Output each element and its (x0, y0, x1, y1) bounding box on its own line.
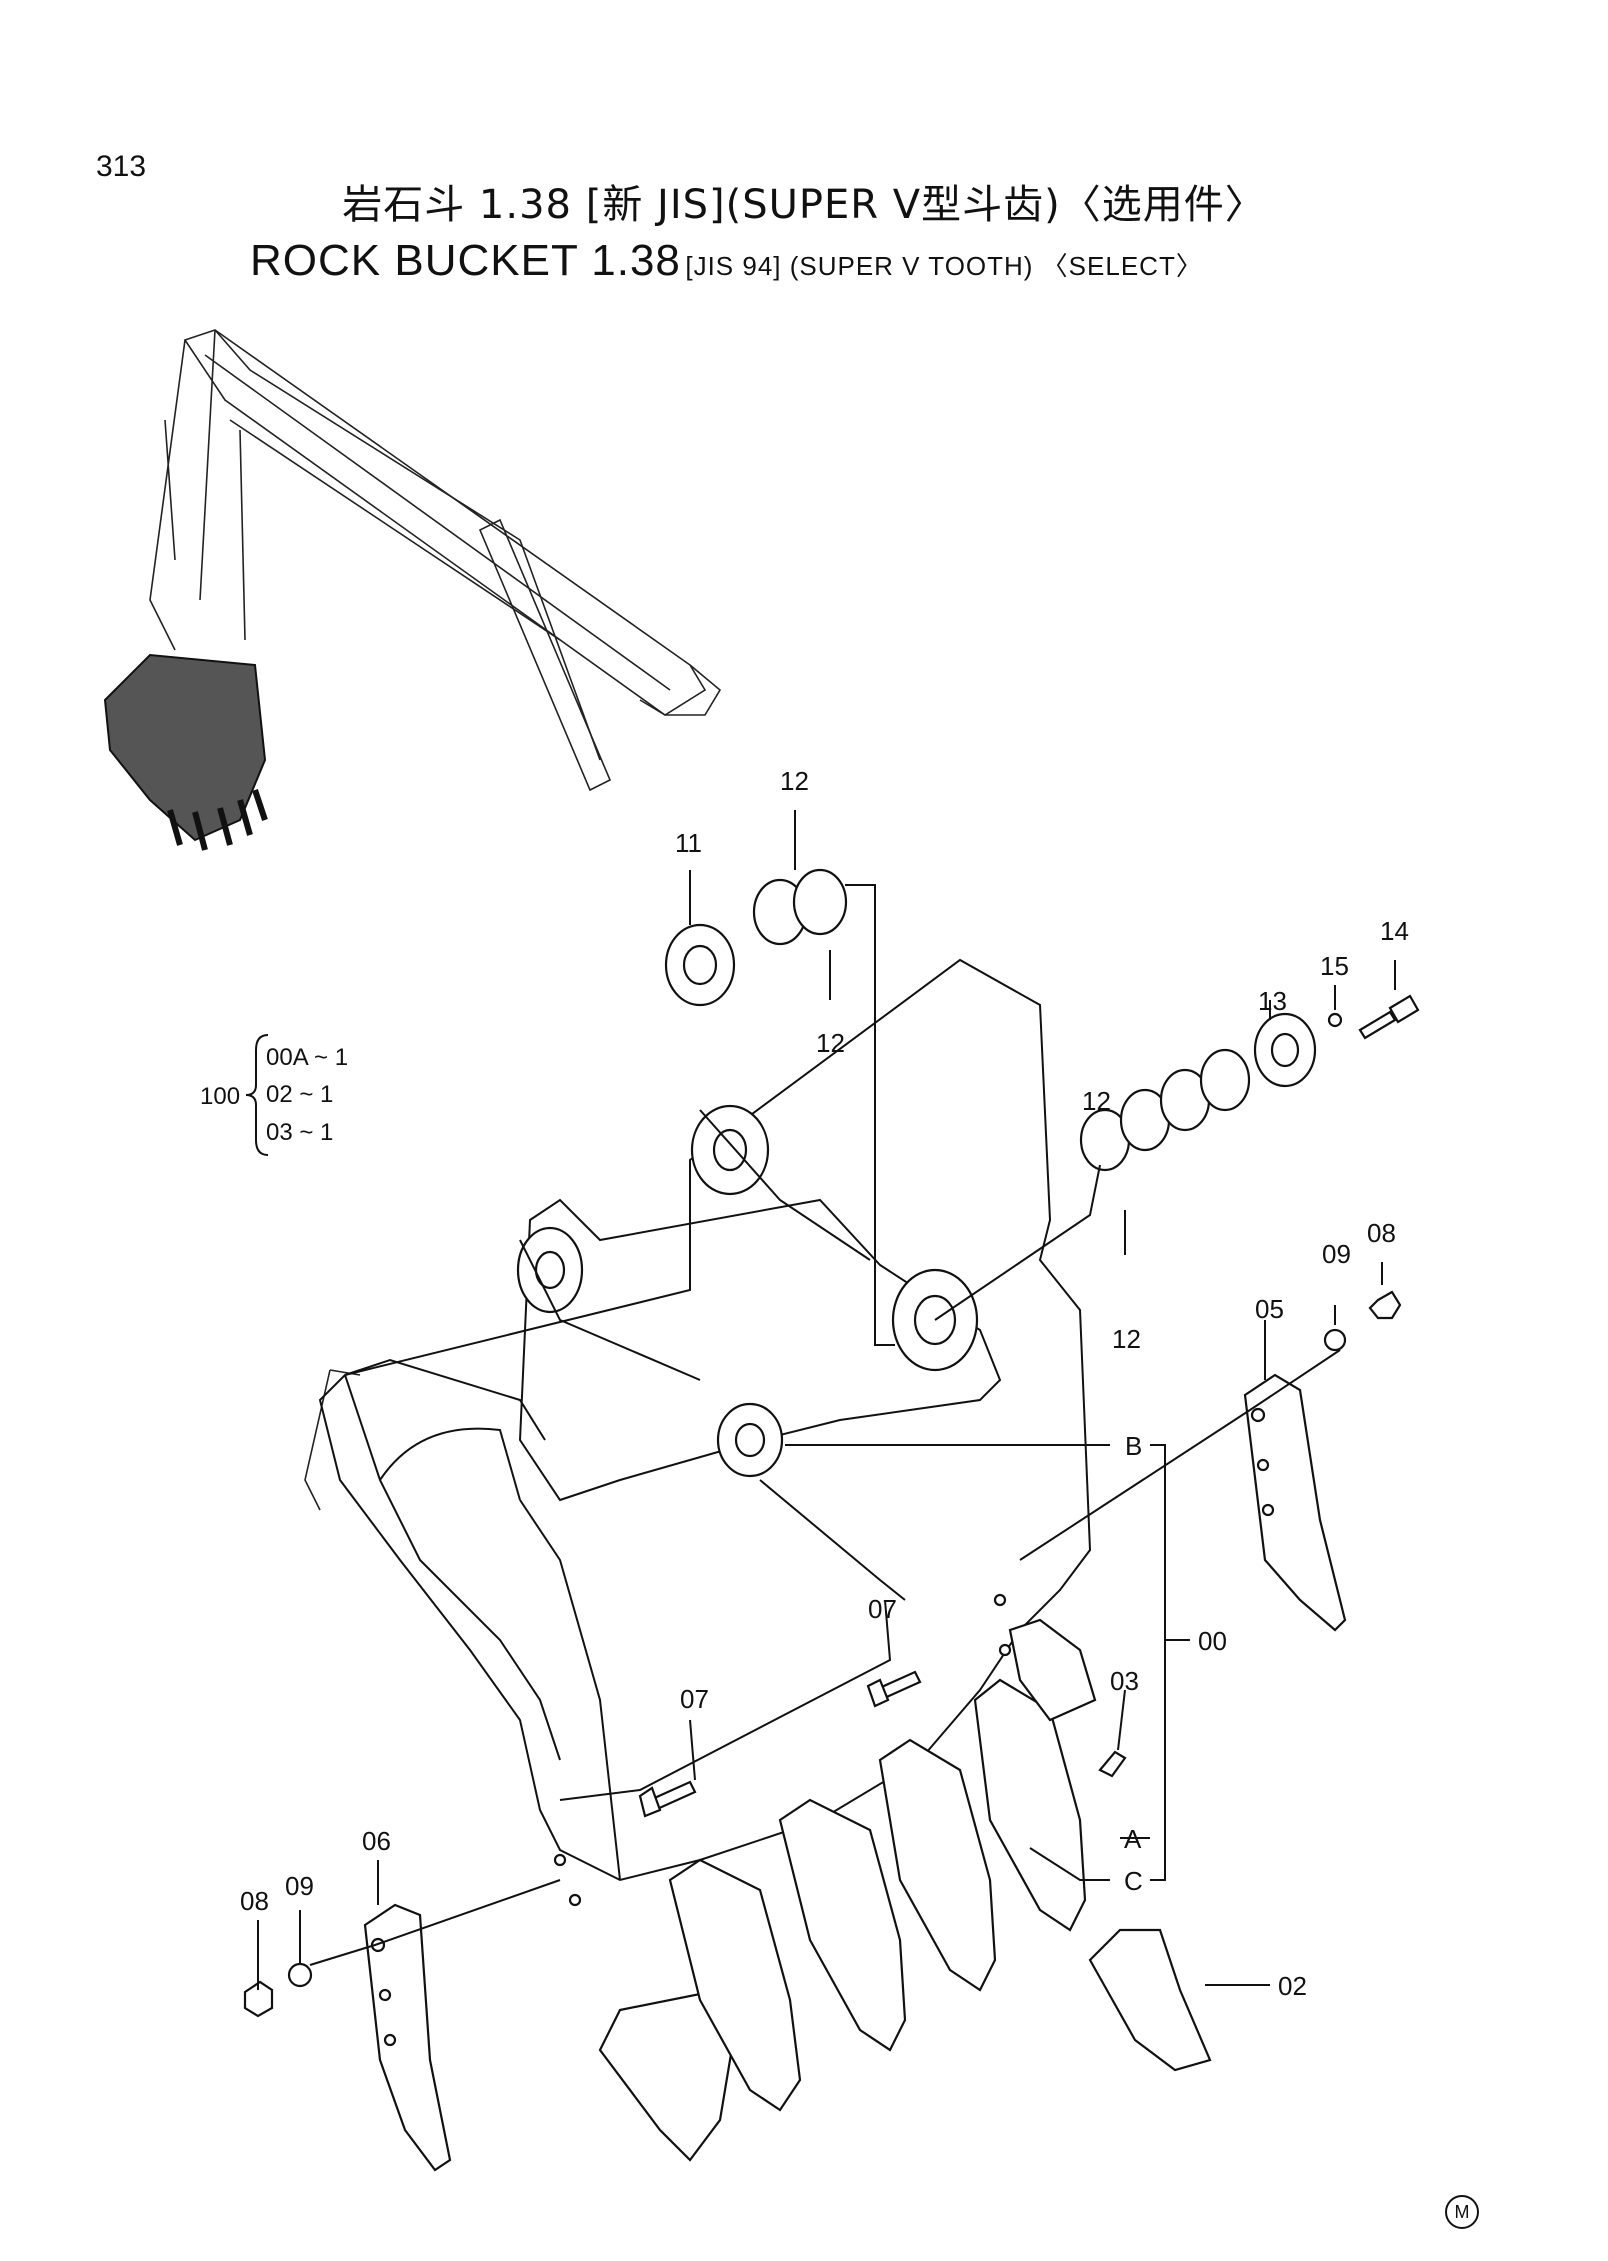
callout-12-mid: 12 (816, 1028, 845, 1058)
callout-11: 11 (675, 828, 702, 858)
bucket-body (304, 958, 1092, 1907)
callout-07-upper: 07 (868, 1594, 897, 1624)
group-number: 100 (200, 1083, 240, 1110)
callout-12-top: 12 (780, 766, 809, 796)
group-line-2: 02 ~ 1 (266, 1081, 333, 1108)
callout-06: 06 (362, 1826, 391, 1856)
callout-b: B (1125, 1431, 1142, 1461)
group-brace: 100 00A ~ 1 02 ~ 1 03 ~ 1 (200, 1034, 348, 1156)
leader-lines (257, 810, 1396, 1990)
callout-08-left: 08 (240, 1886, 269, 1916)
callout-c: C (1124, 1866, 1143, 1896)
callout-09-right: 09 (1322, 1239, 1351, 1269)
title-english-main: ROCK BUCKET 1.38 (250, 236, 681, 285)
callout-05: 05 (1255, 1294, 1284, 1324)
group-line-3: 03 ~ 1 (266, 1119, 333, 1146)
title-english-sub: [JIS 94] (SUPER V TOOTH) 〈SELECT〉 (685, 251, 1203, 281)
callout-07-lower: 07 (680, 1684, 709, 1714)
callout-15: 15 (1320, 951, 1349, 981)
manufacturer-mark: M (1445, 2195, 1479, 2229)
group-line-1: 00A ~ 1 (266, 1044, 348, 1071)
callout-12-lower: 12 (1112, 1324, 1141, 1354)
side-cutters (363, 1373, 1347, 2172)
bucket-teeth (598, 1618, 1212, 2162)
callout-00: 00 (1198, 1626, 1227, 1656)
callout-09-left: 09 (285, 1871, 314, 1901)
page-number: 313 (96, 150, 147, 183)
callout-12-right: 12 (1082, 1086, 1111, 1116)
callout-02: 02 (1278, 1971, 1307, 2001)
callout-14: 14 (1380, 916, 1409, 946)
excavator-arm-sketch (103, 329, 722, 851)
callout-a: A (1124, 1824, 1142, 1854)
callout-13: 13 (1258, 986, 1287, 1016)
callout-03: 03 (1110, 1666, 1139, 1696)
title-english: ROCK BUCKET 1.38 [JIS 94] (SUPER V TOOTH… (250, 236, 1203, 286)
callout-labels: 11 12 12 12 12 13 14 15 08 09 05 B 00 07… (240, 766, 1409, 2001)
callout-08-right: 08 (1367, 1218, 1396, 1248)
pin-hardware (243, 868, 1420, 2018)
title-chinese: 岩石斗 1.38 [新 JIS](SUPER V型斗齿)〈选用件〉 (342, 182, 1266, 228)
